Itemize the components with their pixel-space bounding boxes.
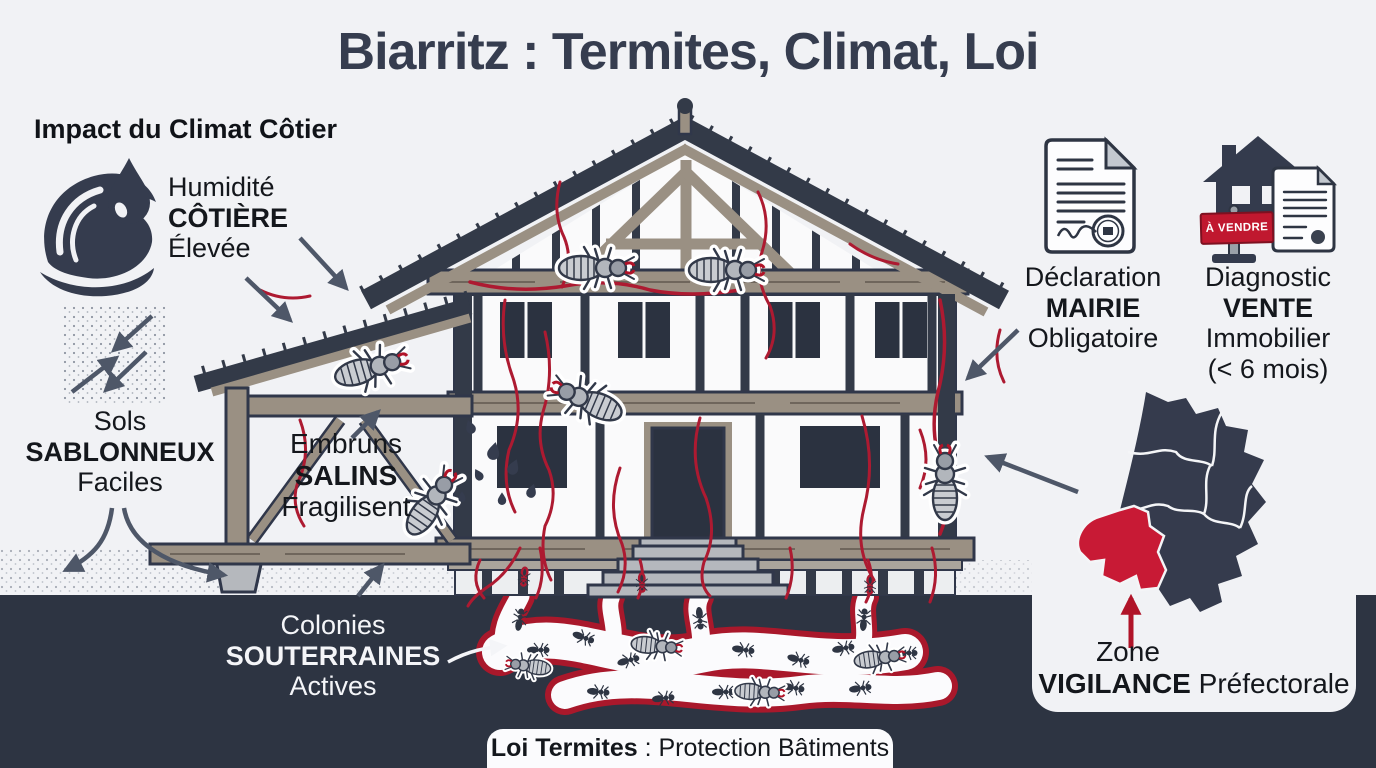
annotation-arrows: [62, 236, 1142, 664]
declaration-line2: MAIRIE: [1045, 292, 1141, 323]
arrow-sols-right: [121, 507, 229, 583]
ground-windows: [497, 426, 880, 488]
arrow-embruns: [350, 409, 381, 440]
arrow-sols-left: [62, 507, 115, 573]
wave-drop-icon: [40, 158, 156, 297]
arrow-map-house: [984, 453, 1079, 495]
sols-line1: Sols: [93, 406, 147, 436]
a-vendre-sign: À VENDRE: [1199, 211, 1275, 245]
diagnostic-line2: VENTE: [1222, 292, 1314, 323]
colonies-line2: SOUTERRAINES: [225, 640, 441, 671]
second-floor-studs: [473, 294, 937, 392]
root-tunnels: [466, 546, 937, 608]
upper-windows: [500, 302, 927, 358]
humidite-line1: Humidité: [168, 172, 275, 202]
footer-rest: : Protection Bâtiments: [637, 734, 890, 762]
page-title: Biarritz : Termites, Climat, Loi: [337, 23, 1040, 81]
termite-galleries: [476, 581, 958, 715]
embruns-line2: SALINS: [294, 459, 398, 491]
declaration-line1: Déclaration: [1024, 262, 1162, 292]
roof: [359, 98, 1011, 317]
footer-bold: Loi Termites: [490, 734, 638, 762]
label-declaration: Déclaration MAIRIE Obligatoire: [1000, 262, 1186, 354]
arrow-humidite-1: [298, 236, 349, 292]
colonies-line3: Actives: [289, 671, 377, 701]
map-red-zone: [1076, 504, 1168, 592]
arrow-mairie: [965, 328, 1020, 381]
zone-vigilance-bold: VIGILANCE: [1038, 667, 1191, 699]
label-zone-vigilance: Zone VIGILANCE Préfectorale: [1028, 636, 1360, 699]
zone-prefectorale: Préfectorale: [1190, 667, 1350, 699]
zone-line1: Zone: [1096, 636, 1160, 667]
arrow-colonies: [447, 638, 508, 664]
label-embruns: Embruns SALINS Fragilisent: [238, 428, 454, 523]
front-door: [644, 422, 732, 548]
ground-floor-studs: [595, 414, 910, 538]
label-diagnostic: Diagnostic VENTE Immobilier (< 6 mois): [1184, 262, 1352, 384]
arrow-humidite-2: [244, 276, 293, 323]
sols-line3: Faciles: [77, 467, 163, 497]
sols-line2: SABLONNEUX: [25, 436, 215, 467]
embruns-line3: Fragilisent: [281, 491, 411, 523]
climat-heading: Impact du Climat Côtier: [34, 114, 338, 144]
humidite-line2: CÔTIÈRE: [168, 202, 289, 233]
humidite-line3: Élevée: [168, 233, 251, 263]
footer-banner: Loi Termites : Protection Bâtiments: [487, 729, 893, 768]
aquitaine-region-map: [1076, 392, 1266, 612]
label-sols: Sols SABLONNEUX Faciles: [22, 406, 218, 498]
declaration-line3: Obligatoire: [1027, 323, 1159, 353]
diagnostic-line3: Immobilier: [1205, 323, 1331, 353]
embruns-line1: Embruns: [289, 428, 403, 459]
diagnostic-line4: (< 6 mois): [1207, 353, 1329, 384]
zone-line2: VIGILANCE Préfectorale: [1028, 668, 1360, 700]
arrow-ground: [356, 562, 385, 598]
label-colonies: Colonies SOUTERRAINES Actives: [222, 610, 444, 702]
label-humidite: Humidité CÔTIÈRE Élevée: [168, 172, 288, 264]
signed-document-seal-icon: [1044, 136, 1138, 254]
entry-steps: [586, 536, 790, 599]
diagnostic-line1: Diagnostic: [1204, 262, 1332, 292]
colonies-line1: Colonies: [280, 610, 386, 640]
sand-arrows-icon: [62, 306, 166, 404]
